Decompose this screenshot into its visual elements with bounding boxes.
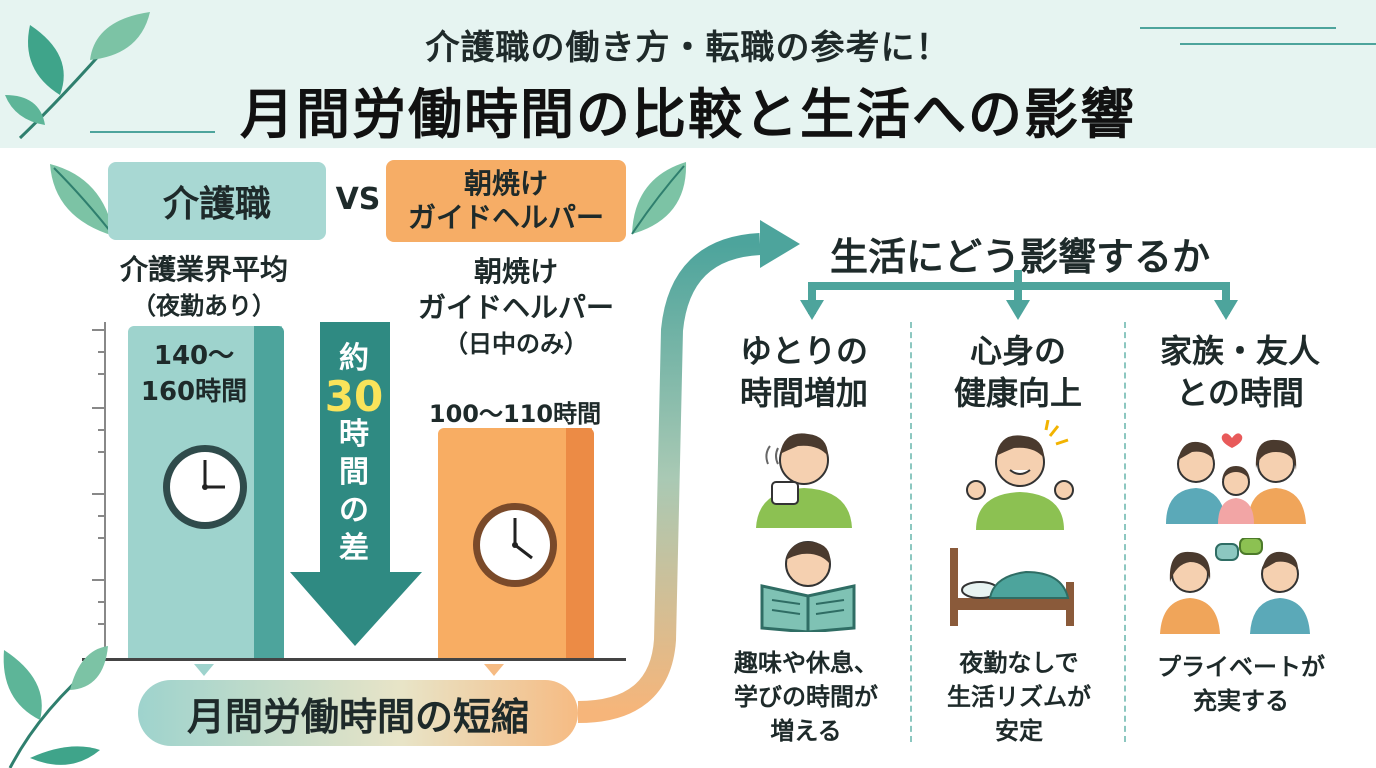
difference-char: 時 [339,417,369,452]
guide-pill-line1: 朝焼け [463,167,548,200]
effect-free-time-heading: ゆとりの 時間増加 [706,330,902,414]
chart-baseline [82,658,626,661]
effect-free-time-description: 趣味や休息、 学びの時間が 増える [712,646,900,748]
header-subtitle: 介護職の働き方・転職の参考に！ [425,28,951,68]
clock-icon [163,445,247,529]
difference-number: 30 [324,372,384,421]
effect-health-heading: 心身の 健康向上 [918,330,1118,414]
difference-char: 差 [339,531,369,566]
effect-description-line: 趣味や休息、 [734,649,878,677]
branch-arrows [800,270,1238,320]
axis-ticks [92,329,106,625]
effect-health-description: 夜勤なしで 生活リズムが 安定 [924,646,1114,748]
friends-talking-icon [1160,538,1310,634]
guide-bar-label-line1: 朝焼け [473,255,558,288]
guide-hours-value: 100〜110時間 [428,400,602,428]
column-divider [1124,322,1126,742]
difference-label: 約 30 時 間 の 差 [322,340,386,568]
column-divider [910,322,912,742]
shorten-label: 月間労働時間の短縮 [138,680,578,746]
care-hours-value: 140〜 160時間 [134,338,254,410]
leaf-icon [5,12,150,140]
care-hours-value-line1: 140〜 [153,341,235,371]
effect-description-line: 生活リズムが [947,683,1091,711]
effect-description-line: 増える [770,717,842,745]
effect-description-line: 安定 [995,717,1043,745]
header-decoration [5,12,1376,140]
leaf-icon [3,646,108,768]
effect-description-line: プライベートが [1157,653,1325,681]
guide-bar-label: 朝焼け ガイドヘルパー （日中のみ） [396,254,636,362]
effect-description-line: 学びの時間が [734,683,878,711]
family-icon [1166,433,1306,524]
difference-arrow [290,322,422,646]
difference-prefix: 約 [339,341,369,376]
difference-char: 間 [339,455,369,490]
effect-heading-line: との時間 [1176,374,1304,412]
vs-label: VS [335,182,381,217]
care-bar-label-line1: 介護業界平均 [119,253,288,286]
effect-heading-line: 心身の [969,332,1066,370]
guide-pill-line2: ガイドヘルパー [407,201,604,234]
leaf-icon [631,162,687,235]
energetic-person-icon [966,420,1074,530]
guide-bar-label-line3: （日中のみ） [444,330,588,358]
person-reading-book-icon [760,541,856,632]
header-band [0,0,1376,148]
effect-family-description: プライベートが 充実する [1136,650,1346,718]
effect-description-line: 充実する [1193,687,1289,715]
care-worker-pill: 介護職 [108,162,326,240]
care-bar-label-line2: （夜勤あり） [132,292,276,320]
effect-heading-line: 健康向上 [953,374,1082,412]
guide-bar-label-line2: ガイドヘルパー [417,291,614,324]
guide-hours-bar-side [566,428,594,658]
difference-char: の [339,493,369,528]
guide-helper-pill: 朝焼け ガイドヘルパー [386,160,626,242]
clock-icon [473,503,557,587]
y-axis [104,322,106,660]
care-bar-label: 介護業界平均 （夜勤あり） [96,252,312,324]
care-hours-bar-side [254,326,284,658]
effect-heading-line: 時間増加 [739,374,868,412]
bed-icon [950,548,1074,626]
person-drinking-tea-icon [756,433,852,528]
effect-heading-line: 家族・友人 [1159,332,1320,370]
care-hours-value-line2: 160時間 [140,377,248,407]
effect-description-line: 夜勤なしで [959,649,1079,677]
effect-heading-line: ゆとりの [739,332,868,370]
effect-family-heading: 家族・友人 との時間 [1130,330,1350,414]
page-title: 月間労働時間の比較と生活への影響 [240,83,1136,146]
